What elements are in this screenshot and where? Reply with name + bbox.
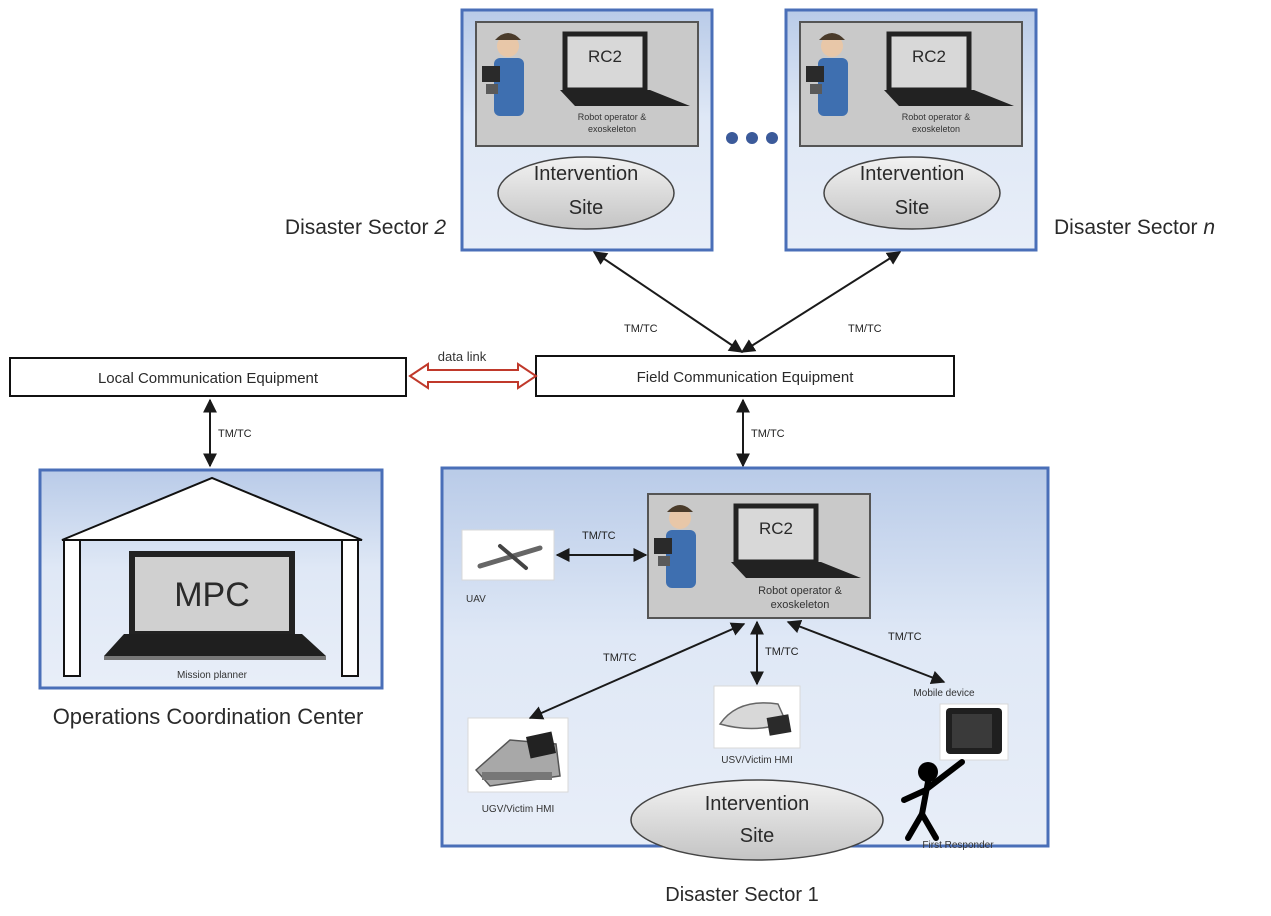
mpc-label: MPC <box>174 576 250 614</box>
sector-n-rc-label: RC2 <box>912 47 946 66</box>
usv-label: USV/Victim HMI <box>721 755 793 766</box>
first-responder-icon <box>901 759 965 841</box>
edge-label-tmtc: TM/TC <box>624 323 658 335</box>
mobile-device-icon <box>946 708 1002 754</box>
building-pillar-left <box>63 539 81 677</box>
sector-2-intervention-site <box>497 156 675 230</box>
building-pillar-right <box>341 539 359 677</box>
operator-icon <box>482 33 524 116</box>
laptop-icon <box>560 31 690 106</box>
sector-2-site-line1: Intervention <box>534 163 639 185</box>
sector-2-label: Disaster Sector 2 <box>285 216 446 239</box>
data-link-label: data link <box>438 349 487 364</box>
edge-label-tmtc: TM/TC <box>848 323 882 335</box>
sector-n-operator-label-2: exoskeleton <box>912 124 960 134</box>
sector-2-operator-label-1: Robot operator & <box>578 112 647 122</box>
data-link-arrow <box>408 362 538 390</box>
ugv-icon <box>474 731 561 787</box>
mpc-laptop-icon <box>104 551 326 660</box>
sector-1-site-line1: Intervention <box>705 793 810 815</box>
edge-rc-mobile <box>786 619 946 685</box>
sector-2-rc-label: RC2 <box>588 47 622 66</box>
laptop-icon <box>884 31 1014 106</box>
sector-n-site-line2: Site <box>895 197 929 219</box>
occ-group: MPC Mission planner Operations Coordinat… <box>38 468 384 729</box>
uav-icon <box>477 544 543 570</box>
sector-2-group: RC2 Robot operator & exoskeleton Interve… <box>285 8 714 252</box>
sector-1-site-line2: Site <box>740 825 774 847</box>
local-comm-label: Local Communication Equipment <box>98 370 319 387</box>
field-comm-label: Field Communication Equipment <box>637 369 855 386</box>
more-sectors-ellipsis <box>726 132 778 144</box>
mission-planner-label: Mission planner <box>177 670 248 681</box>
sector-1-operator-label-1: Robot operator & <box>758 585 842 597</box>
edge-sectorn-field <box>740 251 902 353</box>
edge-label-tmtc: TM/TC <box>582 530 616 542</box>
edge-label-tmtc: TM/TC <box>603 652 637 664</box>
operator-icon <box>806 33 848 116</box>
sector-1-rc-label: RC2 <box>759 519 793 538</box>
sector-n-label: Disaster Sector n <box>1054 216 1215 239</box>
uav-label: UAV <box>466 594 486 605</box>
edge-label-tmtc: TM/TC <box>765 646 799 658</box>
sector-1-operator-label-2: exoskeleton <box>771 599 830 611</box>
sector-n-site-line1: Intervention <box>860 163 965 185</box>
edge-rc-ugv <box>528 622 746 720</box>
field-comm-box <box>535 355 955 397</box>
sector-1-intervention-site <box>630 779 884 861</box>
operator-icon <box>654 505 696 588</box>
edge-label-tmtc: TM/TC <box>888 631 922 643</box>
building-roof <box>61 476 363 541</box>
edge-label-tmtc: TM/TC <box>218 428 252 440</box>
sector-n-operator-label-1: Robot operator & <box>902 112 971 122</box>
edge-label-tmtc: TM/TC <box>751 428 785 440</box>
ugv-label: UGV/Victim HMI <box>482 804 555 815</box>
sector-n-group: RC2 Robot operator & exoskeleton Interve… <box>784 8 1215 252</box>
sector-n-intervention-site <box>823 156 1001 230</box>
sector-1-label: Disaster Sector 1 <box>665 884 818 906</box>
local-comm-box <box>9 357 407 397</box>
sector-2-operator-label-2: exoskeleton <box>588 124 636 134</box>
edge-sector2-field <box>592 251 744 353</box>
laptop-icon <box>731 503 861 578</box>
mobile-device-label: Mobile device <box>913 688 975 699</box>
first-responder-label: First Responder <box>922 840 994 851</box>
sector-2-site-line2: Site <box>569 197 603 219</box>
occ-label: Operations Coordination Center <box>53 704 364 729</box>
sector-1-group: RC2 Robot operator & exoskeleton UAV TM/… <box>440 466 1050 861</box>
